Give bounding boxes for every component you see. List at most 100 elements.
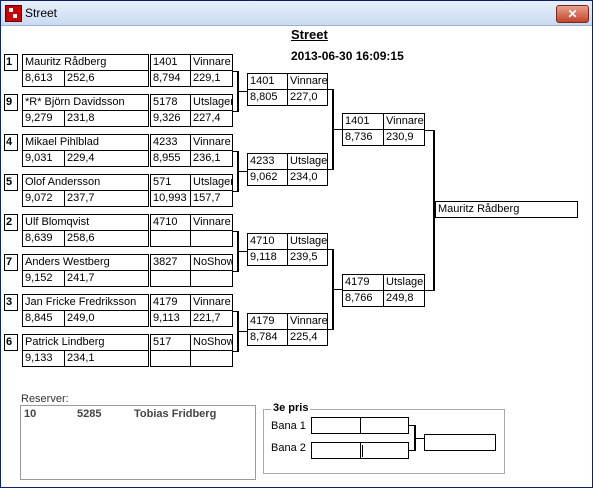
car-number-field[interactable]: 4179	[342, 274, 384, 291]
result-field[interactable]: Vinnare	[383, 113, 425, 130]
player-name-field[interactable]: Jan Fricke Fredriksson	[22, 294, 149, 311]
bracket-line	[328, 169, 333, 170]
speed-field[interactable]: 241,7	[64, 270, 149, 287]
run-speed-field[interactable]: 221,7	[190, 310, 233, 327]
result-field[interactable]: Vinnare	[190, 294, 233, 311]
run-speed-field[interactable]: 227,4	[190, 110, 233, 127]
speed-field[interactable]: 249,0	[64, 310, 149, 327]
run-time-field[interactable]	[150, 350, 191, 367]
speed-field[interactable]: 237,7	[64, 190, 149, 207]
run-time-field[interactable]	[150, 230, 191, 247]
speed-field[interactable]: 229,4	[64, 150, 149, 167]
result-field[interactable]: Vinnare	[190, 134, 233, 151]
result-field[interactable]: Utslagen	[190, 174, 233, 191]
third-place-winner-field[interactable]	[424, 434, 496, 451]
run-speed-field[interactable]: 157,7	[190, 190, 233, 207]
run-speed-field[interactable]: 230,9	[383, 129, 425, 146]
run-time-field[interactable]: 9,113	[150, 310, 191, 327]
car-number-field[interactable]: 1401	[247, 73, 288, 90]
lane2-number-field[interactable]	[311, 442, 361, 459]
car-number-field[interactable]: 1401	[342, 113, 384, 130]
lane1-result-field[interactable]	[360, 417, 409, 434]
reaction-time-field[interactable]: 9,031	[22, 150, 65, 167]
close-button[interactable]: ✕	[556, 5, 589, 23]
run-speed-field[interactable]: 249,8	[383, 290, 425, 307]
reaction-time-field[interactable]: 9,072	[22, 190, 65, 207]
run-time-field[interactable]: 9,326	[150, 110, 191, 127]
bracket-line	[328, 89, 333, 90]
seed-number: 6	[4, 334, 18, 351]
player-name-field[interactable]: Ulf Blomqvist	[22, 214, 149, 231]
run-time-field[interactable]: 8,805	[247, 89, 288, 106]
run-time-field[interactable]: 9,118	[247, 249, 288, 266]
run-time-field[interactable]: 9,062	[247, 169, 288, 186]
car-number-field[interactable]: 517	[150, 334, 191, 351]
result-field[interactable]: Utslagen	[190, 94, 233, 111]
car-number-field[interactable]: 571	[150, 174, 191, 191]
reaction-time-field[interactable]: 8,845	[22, 310, 65, 327]
run-speed-field[interactable]: 225,4	[287, 329, 328, 346]
car-number-field[interactable]: 5178	[150, 94, 191, 111]
player-name-field[interactable]: Olof Andersson	[22, 174, 149, 191]
reaction-time-field[interactable]: 8,613	[22, 70, 65, 87]
speed-field[interactable]: 231,8	[64, 110, 149, 127]
speed-field[interactable]: 258,6	[64, 230, 149, 247]
reserve-list[interactable]: 10 5285 Tobias Fridberg	[20, 405, 256, 480]
result-field[interactable]: NoShow	[190, 254, 233, 271]
player-name-field[interactable]: Mikael Pihlblad	[22, 134, 149, 151]
bracket-line	[233, 311, 238, 312]
player-name-field[interactable]: *R* Björn Davidsson	[22, 94, 149, 111]
run-time-field[interactable]: 8,794	[150, 70, 191, 87]
run-speed-field[interactable]	[190, 230, 233, 247]
run-speed-field[interactable]: 227,0	[287, 89, 328, 106]
car-number-field[interactable]: 4710	[150, 214, 191, 231]
bracket-line	[237, 171, 247, 172]
run-time-field[interactable]: 8,784	[247, 329, 288, 346]
speed-field[interactable]: 252,6	[64, 70, 149, 87]
run-speed-field[interactable]: 236,1	[190, 150, 233, 167]
player-name-field[interactable]: Anders Westberg	[22, 254, 149, 271]
winner-field[interactable]: Mauritz Rådberg	[435, 201, 578, 218]
lane2-result-field[interactable]	[360, 442, 409, 459]
run-speed-field[interactable]	[190, 270, 233, 287]
car-number-field[interactable]: 4710	[247, 233, 288, 250]
bracket-line	[332, 289, 342, 290]
player-name-field[interactable]: Mauritz Rådberg	[22, 54, 149, 71]
car-number-field[interactable]: 1401	[150, 54, 191, 71]
car-number-field[interactable]: 4179	[150, 294, 191, 311]
result-field[interactable]: Utslagen	[383, 274, 425, 291]
result-field[interactable]: Vinnare	[190, 214, 233, 231]
speed-field[interactable]: 234,1	[64, 350, 149, 367]
car-number-field[interactable]: 4179	[247, 313, 288, 330]
run-time-field[interactable]	[150, 270, 191, 287]
run-time-field[interactable]: 8,766	[342, 290, 384, 307]
reserve-label: Reserver:	[21, 393, 69, 405]
bracket-line	[237, 91, 247, 92]
car-number-field[interactable]: 4233	[150, 134, 191, 151]
lane1-number-field[interactable]	[311, 417, 361, 434]
run-time-field[interactable]: 10,993	[150, 190, 191, 207]
run-speed-field[interactable]: 239,5	[287, 249, 328, 266]
result-field[interactable]: Vinnare	[190, 54, 233, 71]
result-field[interactable]: Vinnare	[287, 313, 328, 330]
result-field[interactable]: Utslagen	[287, 233, 328, 250]
run-speed-field[interactable]	[190, 350, 233, 367]
run-time-field[interactable]: 8,955	[150, 150, 191, 167]
result-field[interactable]: Utslagen	[287, 153, 328, 170]
car-number-field[interactable]: 3827	[150, 254, 191, 271]
seed-number: 1	[4, 54, 18, 71]
reaction-time-field[interactable]: 9,152	[22, 270, 65, 287]
reaction-time-field[interactable]: 9,279	[22, 110, 65, 127]
reaction-time-field[interactable]: 8,639	[22, 230, 65, 247]
run-time-field[interactable]: 8,736	[342, 129, 384, 146]
run-speed-field[interactable]: 229,1	[190, 70, 233, 87]
bracket-line	[328, 249, 333, 250]
car-number-field[interactable]: 4233	[247, 153, 288, 170]
reaction-time-field[interactable]: 9,133	[22, 350, 65, 367]
reserve-seed: 10	[24, 408, 37, 420]
result-field[interactable]: NoShow	[190, 334, 233, 351]
run-speed-field[interactable]: 234,0	[287, 169, 328, 186]
player-name-field[interactable]: Patrick Lindberg	[22, 334, 149, 351]
result-field[interactable]: Vinnare	[287, 73, 328, 90]
page-title: Street	[291, 27, 328, 42]
